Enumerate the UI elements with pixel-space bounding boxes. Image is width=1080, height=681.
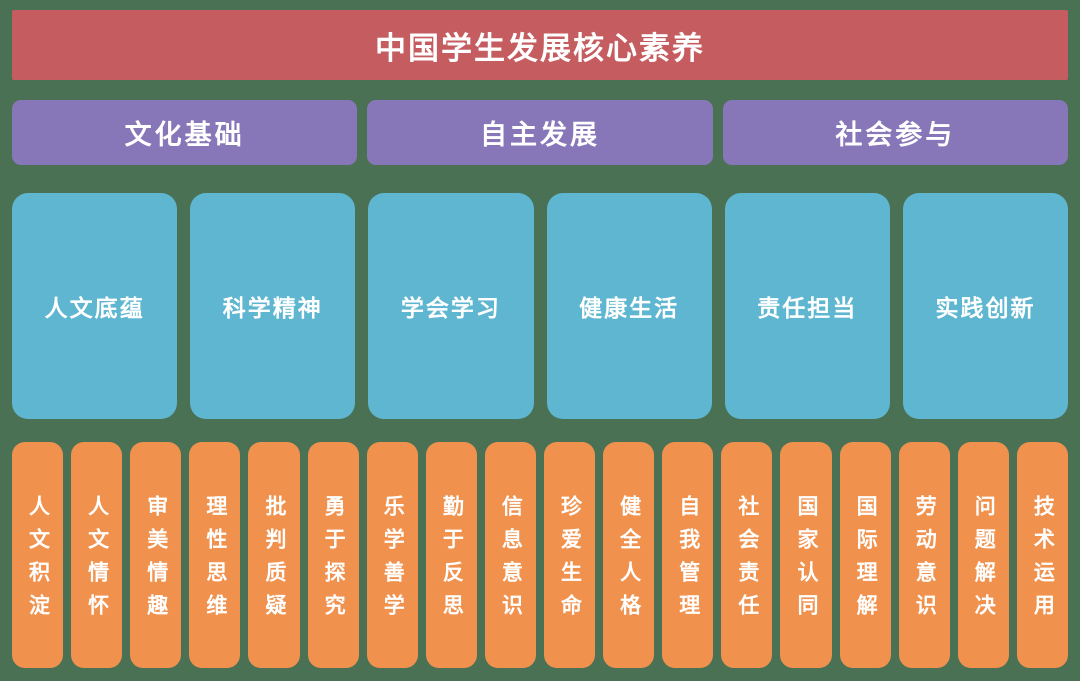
point-cherish-life: 珍爱生命 [543,442,596,668]
point-self-management: 自我管理 [662,442,714,668]
point-label: 健全人格 [617,495,641,627]
competency-row: 人文底蕴 科学精神 学会学习 健康生活 责任担当 实践创新 [12,193,1069,419]
point-label: 国际理解 [854,495,878,627]
domain-cultural-foundation: 文化基础 [12,100,358,165]
point-social-responsibility: 社会责任 [721,442,773,668]
point-critical-questioning: 批判质疑 [248,442,300,668]
point-problem-solving: 问题解决 [957,442,1009,668]
point-label: 问题解决 [972,495,996,627]
competency-responsibility: 责任担当 [724,193,890,419]
point-label: 社会责任 [735,495,759,627]
competency-humanistic-foundation: 人文底蕴 [12,193,178,419]
point-aesthetic-taste: 审美情趣 [130,442,182,668]
title-banner: 中国学生发展核心素养 [12,10,1068,80]
domain-social-participation: 社会参与 [722,100,1068,165]
competency-scientific-spirit: 科学精神 [190,193,356,419]
point-humanistic-accumulation: 人文积淀 [12,442,64,668]
point-courage-to-explore: 勇于探究 [307,442,359,668]
point-label: 珍爱生命 [558,495,582,627]
point-label: 勇于探究 [322,495,346,627]
point-labor-awareness: 劳动意识 [898,442,950,668]
competency-learning-to-learn: 学会学习 [368,193,534,419]
point-humanistic-concern: 人文情怀 [71,442,123,668]
point-label: 技术运用 [1031,495,1055,627]
competency-practical-innovation: 实践创新 [902,193,1069,419]
point-label: 人文情怀 [85,495,109,627]
domain-self-development: 自主发展 [367,100,713,165]
point-diligent-reflection: 勤于反思 [425,442,477,668]
domain-row: 文化基础 自主发展 社会参与 [12,100,1068,165]
point-label: 审美情趣 [144,495,168,627]
point-label: 人文积淀 [26,495,50,627]
point-national-identity: 国家认同 [780,442,832,668]
point-row: 人文积淀 人文情怀 审美情趣 理性思维 批判质疑 勇于探究 乐学善学 勤于反思 … [12,442,1068,668]
point-information-awareness: 信息意识 [484,442,536,668]
point-sound-personality: 健全人格 [603,442,655,668]
point-label: 自我管理 [676,495,700,627]
point-label: 勤于反思 [440,495,464,627]
point-love-of-learning: 乐学善学 [366,442,418,668]
point-label: 批判质疑 [262,495,286,627]
point-label: 乐学善学 [381,495,405,627]
point-label: 劳动意识 [913,495,937,627]
point-label: 国家认同 [794,495,818,627]
point-rational-thinking: 理性思维 [189,442,241,668]
page-title: 中国学生发展核心素养 [375,30,705,66]
point-label: 信息意识 [499,495,523,627]
competency-healthy-living: 健康生活 [546,193,712,419]
point-technology-application: 技术运用 [1016,442,1068,668]
point-international-understanding: 国际理解 [839,442,891,668]
point-label: 理性思维 [203,495,227,627]
